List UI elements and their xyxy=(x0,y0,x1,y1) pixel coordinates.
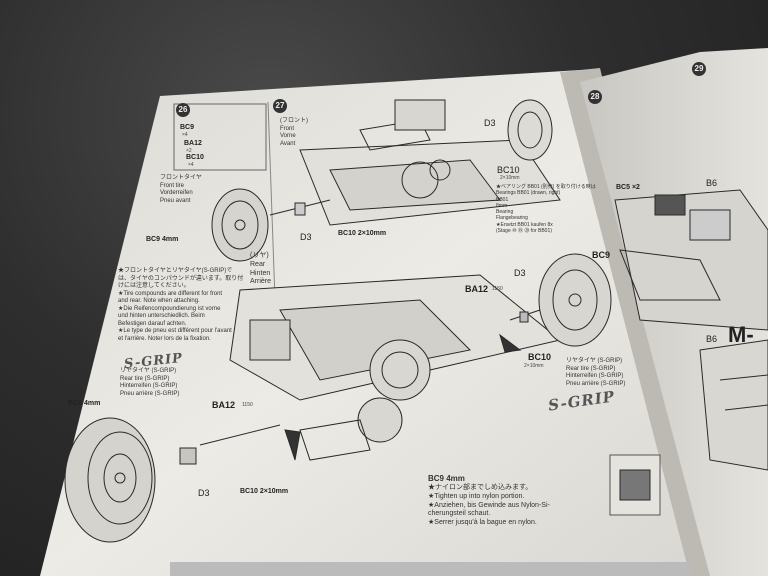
callout-bc10-top-size: 2×10mm xyxy=(500,175,520,181)
callout-bc10-rear-left: BC10 2×10mm xyxy=(240,488,289,495)
step-number-29: 29 xyxy=(692,62,706,76)
callout-d3-front: D3 xyxy=(300,232,312,242)
model-badge: M- xyxy=(728,322,754,347)
part-qty-bc9: ×4 xyxy=(182,132,188,138)
callout-ba12-rear-left: BA12 xyxy=(212,400,236,410)
front-label: (フロント) Front Vorne Avant xyxy=(280,118,308,147)
callout-d3-top: D3 xyxy=(484,118,496,128)
front-tire-label: フロントタイヤ Front tire Vorderreifen Pneu ava… xyxy=(160,175,202,204)
rear-tire-right-label: リヤタイヤ (S-GRIP) Rear tire (S-GRIP) Hinter… xyxy=(566,358,626,387)
callout-b6-bottom: B6 xyxy=(706,334,718,344)
callout-ba12-rear-right: BA12 xyxy=(465,284,489,294)
callout-bc9-front: BC9 4mm xyxy=(146,236,179,243)
callout-bc9-rear-left: BC9 4mm xyxy=(68,400,101,407)
callout-bc9-rear-right: BC9 xyxy=(592,250,611,260)
step-number-26: 26 xyxy=(176,103,190,117)
callout-ba12-rear-left-size: 1150 xyxy=(242,402,253,408)
rear-tire-left-label: リヤタイヤ (S-GRIP) Rear tire (S-GRIP) Hinter… xyxy=(120,368,180,397)
callout-b6-top: B6 xyxy=(706,178,718,188)
step-number-27: 27 xyxy=(273,99,287,113)
step-number-28: 28 xyxy=(588,90,602,104)
nylon-nut-note: BC9 4mm ★ナイロン部までしめ込みます。 ★Tighten up into… xyxy=(428,474,550,526)
callout-bc10-rear-right: BC10 xyxy=(528,352,552,362)
callout-d3-rear-right: D3 xyxy=(514,268,526,278)
tire-compound-note: ★フロントタイヤとリヤタイヤ(S-GRIP)で は、タイヤのコンパウンドが違いま… xyxy=(118,268,244,342)
part-qty-bc10: ×4 xyxy=(188,162,194,168)
part-code-ba12: BA12 xyxy=(184,140,202,147)
callout-bc10-front: BC10 2×10mm xyxy=(338,230,387,237)
rear-label: (リヤ) Rear Hinten Arrière xyxy=(250,252,272,286)
part-code-bc10: BC10 xyxy=(186,154,204,161)
part-qty-ba12: ×2 xyxy=(186,148,192,154)
part-code-bc9: BC9 xyxy=(180,124,195,131)
callout-ba12-rear-right-size: 1150 xyxy=(492,286,503,292)
callout-bc10-top: BC10 xyxy=(497,165,520,175)
callout-bc5: BC5 ×2 xyxy=(616,184,640,191)
callout-bc10-rear-right-size: 2×10mm xyxy=(524,363,544,369)
callout-d3-rear-left: D3 xyxy=(198,488,210,498)
bearing-note: ★ベアリング BB01 (別売) を取り付ける時は Bearings BB01 … xyxy=(496,184,596,234)
